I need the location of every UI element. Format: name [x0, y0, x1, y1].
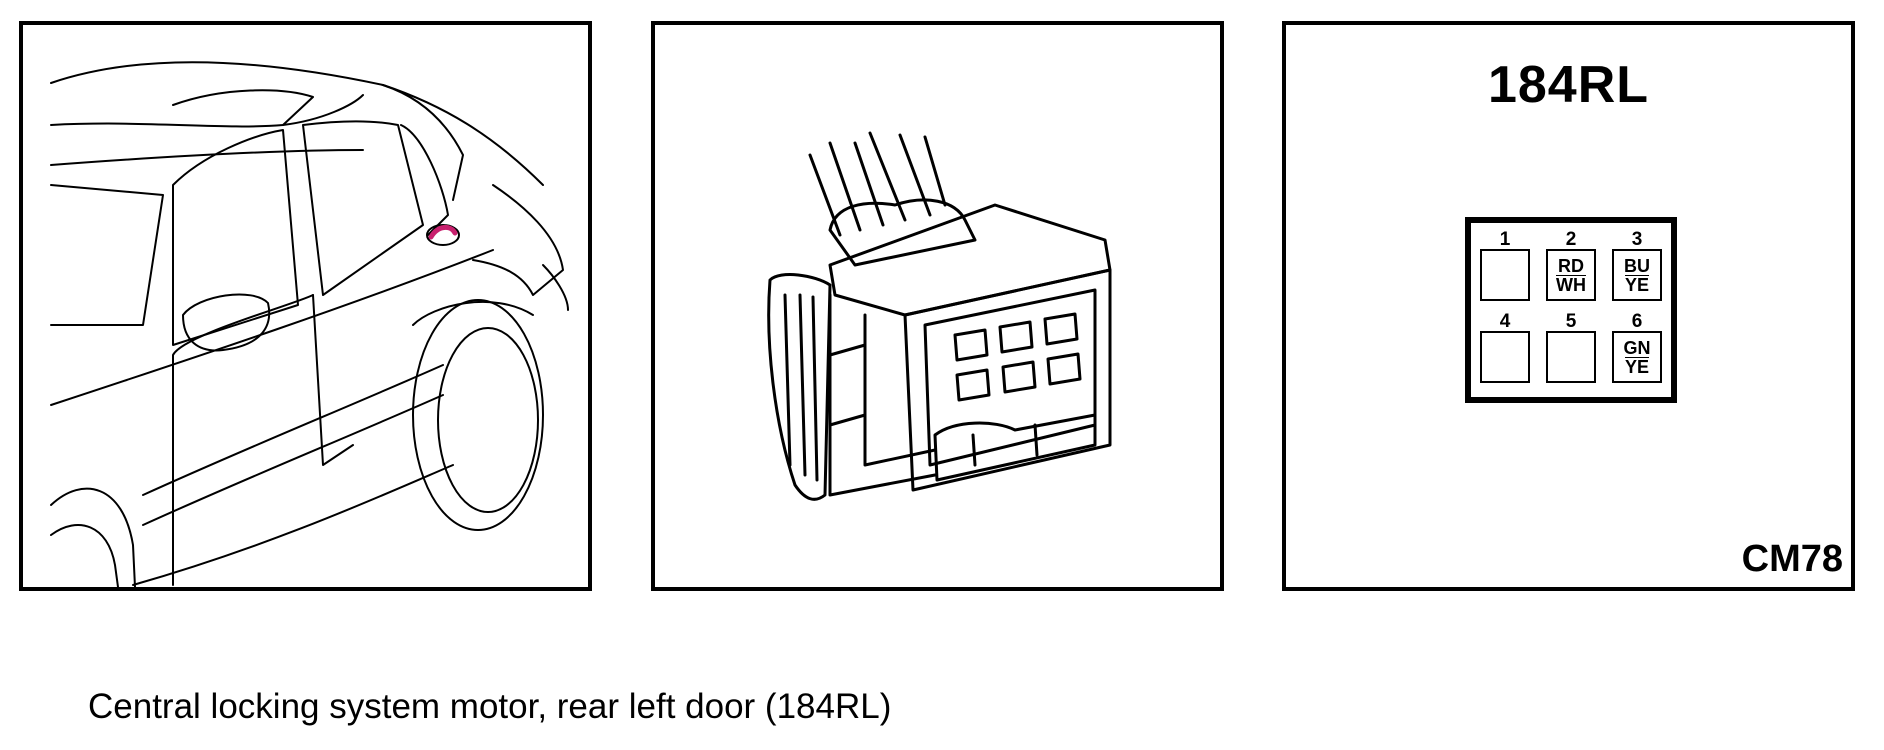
wire-color: YE: [1624, 274, 1649, 295]
pin-number: 4: [1499, 311, 1511, 332]
wire-color: YE: [1624, 356, 1649, 377]
connector-housing-illustration: [767, 131, 1112, 501]
pinout-panel: 184RL 1 2 RD WH 3 BU YE 4 5: [1282, 21, 1855, 591]
pin-number: 5: [1565, 311, 1577, 332]
pin-number: 6: [1631, 311, 1643, 332]
wire-color: WH: [1556, 274, 1586, 295]
wire-color: GN: [1623, 337, 1651, 358]
pin-cavity: [1480, 249, 1530, 301]
pin-number: 3: [1631, 229, 1643, 250]
wire-color: BU: [1624, 255, 1650, 276]
pin-4: 4: [1479, 311, 1531, 383]
pin-cavity: GN YE: [1612, 331, 1662, 383]
pin-3: 3 BU YE: [1611, 229, 1663, 301]
figure-caption: Central locking system motor, rear left …: [88, 687, 892, 726]
connector-id: 184RL: [1487, 56, 1650, 114]
diagram-code: CM78: [1741, 538, 1843, 580]
connector-illustration-panel: [651, 21, 1224, 591]
wire-color: RD: [1558, 255, 1584, 276]
pin-cavity: RD WH: [1546, 249, 1596, 301]
pin-cavity: [1546, 331, 1596, 383]
pin-cavity: [1480, 331, 1530, 383]
vehicle-location-panel: [19, 21, 592, 591]
pin-cavity: BU YE: [1612, 249, 1662, 301]
pin-number: 1: [1499, 229, 1511, 250]
pin-1: 1: [1479, 229, 1531, 301]
pin-layout: 1 2 RD WH 3 BU YE 4 5 6: [1465, 217, 1677, 403]
car-rear-left-door-illustration: [50, 61, 569, 587]
pin-6: 6 GN YE: [1611, 311, 1663, 383]
pin-number: 2: [1565, 229, 1577, 250]
pin-2: 2 RD WH: [1545, 229, 1597, 301]
pin-5: 5: [1545, 311, 1597, 383]
